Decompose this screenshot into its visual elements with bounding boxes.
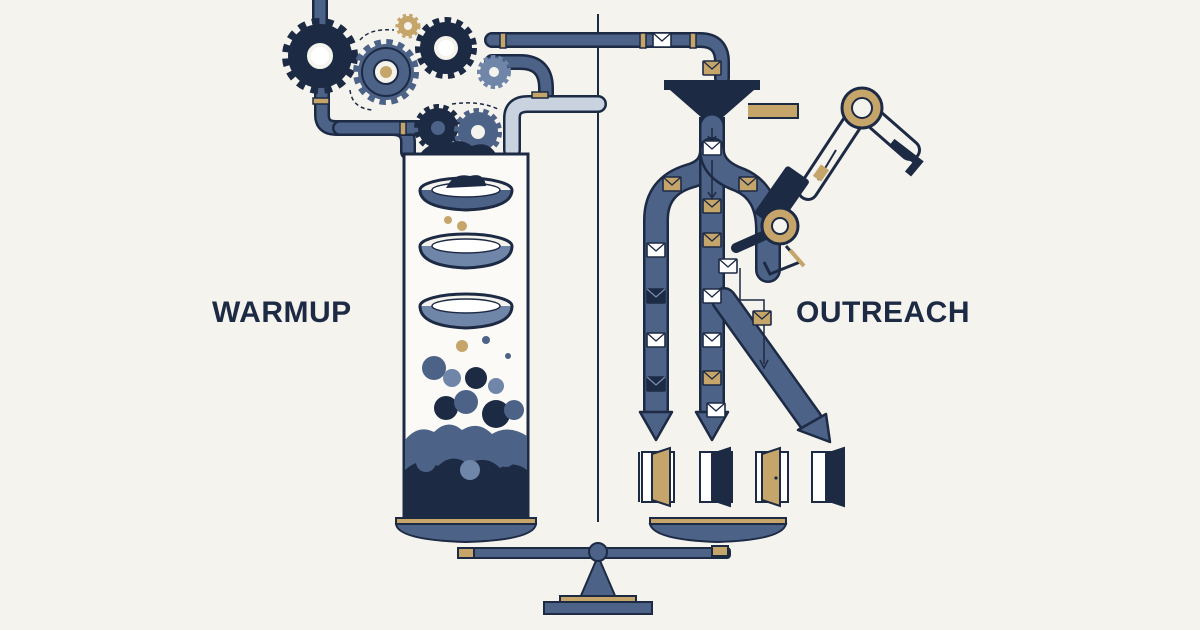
- gear-icon: [415, 17, 477, 79]
- gear-icon: [414, 104, 462, 152]
- envelope-icon: [646, 242, 666, 258]
- envelope-icon: [646, 376, 666, 392]
- door-icon: [638, 446, 675, 508]
- gear-icon: [395, 13, 421, 39]
- envelope-icon: [702, 288, 722, 304]
- envelope-icon: [702, 370, 722, 386]
- funnel-icon: [664, 80, 799, 127]
- envelope-icon: [738, 176, 758, 192]
- envelope-icon: [646, 288, 666, 304]
- door-icon: [755, 446, 789, 508]
- balance-scale-icon: [457, 517, 788, 615]
- warmup-column: [394, 141, 538, 544]
- warmup-label: WARMUP: [212, 296, 352, 329]
- door-icon: [811, 446, 845, 508]
- envelope-icon: [702, 332, 722, 348]
- envelope-icon: [652, 32, 672, 48]
- envelope-icon: [752, 310, 772, 326]
- envelope-icon: [662, 176, 682, 192]
- gear-icon: [477, 55, 511, 89]
- envelope-icon: [702, 198, 722, 214]
- envelope-icon: [646, 332, 666, 348]
- filter-plate-icon: [418, 175, 514, 212]
- envelope-icon: [718, 258, 738, 274]
- gear-icon: [353, 39, 419, 105]
- envelope-icon: [706, 402, 726, 418]
- door-icon: [699, 446, 733, 508]
- envelope-icon: [702, 232, 722, 248]
- flow-lines: [707, 128, 769, 370]
- filter-plate-icon: [418, 232, 514, 270]
- filter-plate-icon: [418, 292, 514, 330]
- outreach-label: OUTREACH: [796, 296, 970, 329]
- pipe-arrows: [638, 410, 832, 444]
- gear-icon: [282, 18, 358, 94]
- envelope-icon: [702, 140, 722, 156]
- pipe-couplings: [312, 32, 697, 136]
- robotic-arm-icon: [731, 86, 924, 276]
- envelope-icon: [702, 60, 722, 76]
- pipe-network: [312, 0, 730, 160]
